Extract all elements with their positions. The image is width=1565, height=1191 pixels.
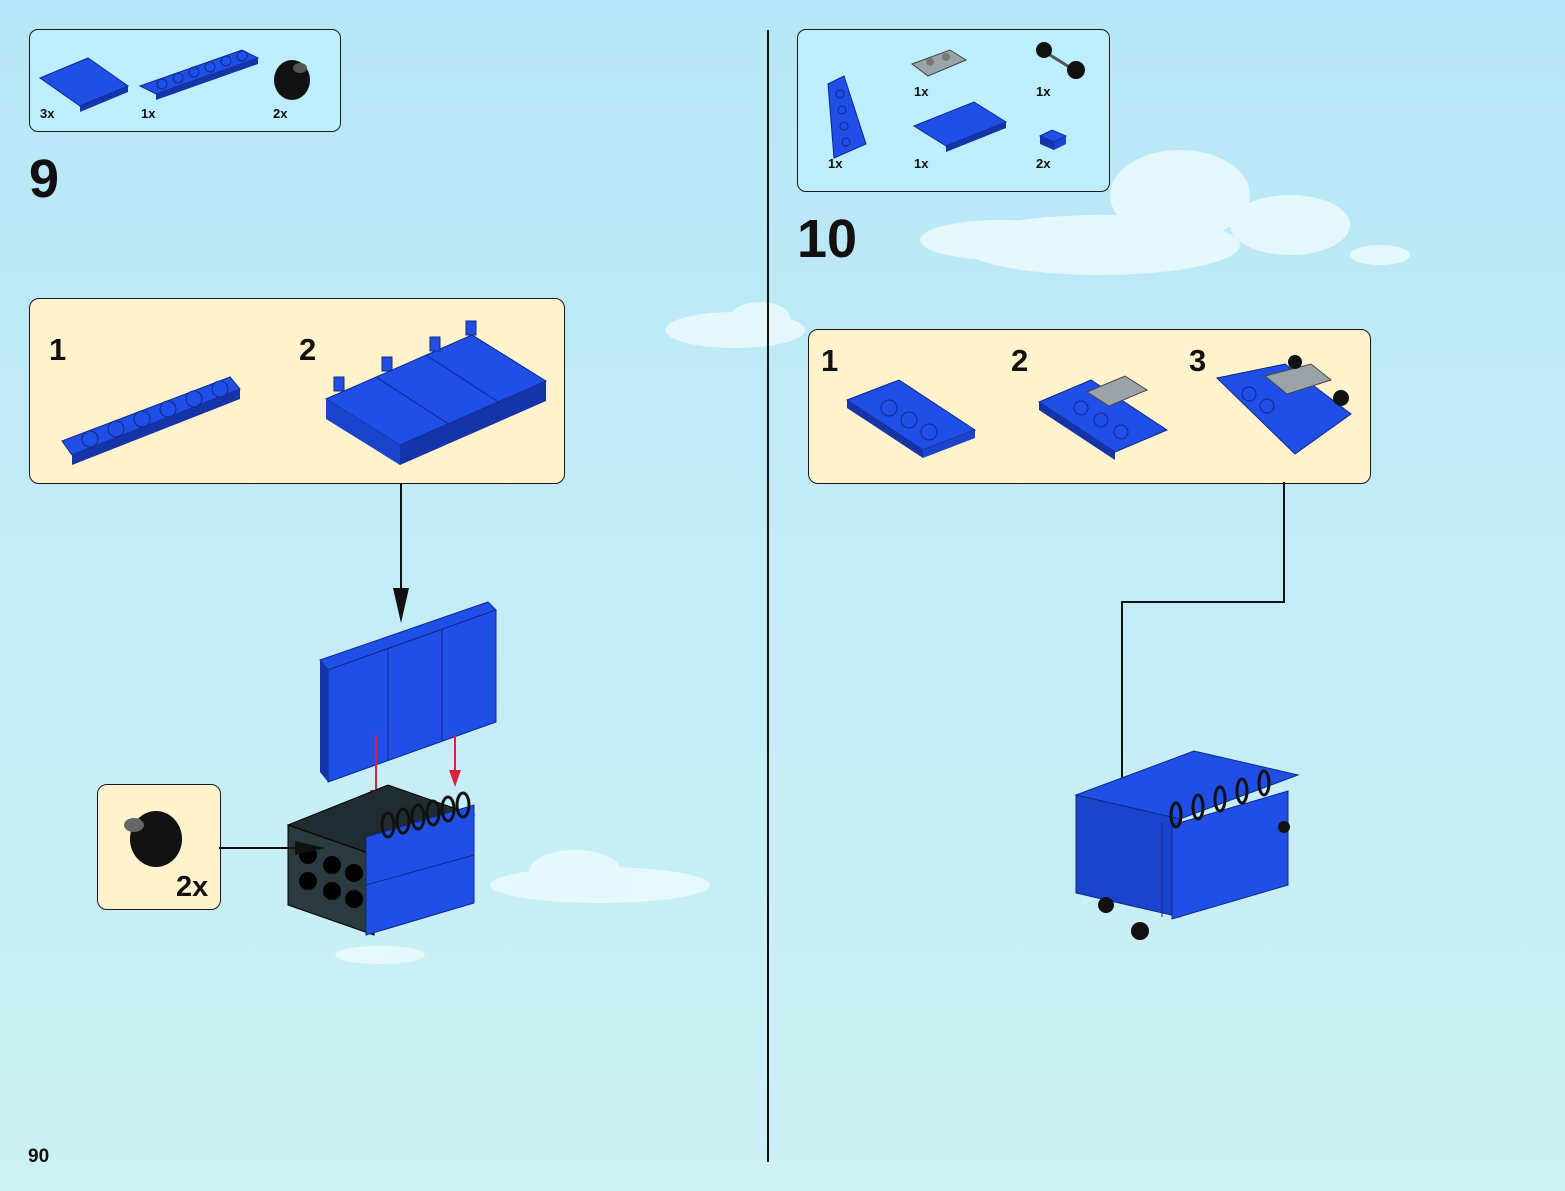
page-divider: [767, 30, 769, 1162]
substep-number: 1: [821, 345, 838, 376]
blue-wedge-plate-icon: [824, 74, 874, 164]
blue-clip-plate-assembly-icon: [326, 317, 556, 467]
blue-1x6-plate-icon: [60, 371, 260, 471]
part-qty: 3x: [40, 106, 54, 121]
black-wheel-hub-icon: [270, 54, 320, 104]
parts-list-step-9: 3x 1x 2x: [29, 29, 341, 132]
wheel-callout-pointer: [219, 839, 359, 859]
part-qty: 1x: [914, 156, 928, 171]
part-qty: 2x: [1036, 156, 1050, 171]
grey-plate-clip-icon: [910, 46, 970, 86]
substep-number: 1: [49, 334, 66, 365]
blue-wedge-assembly-icon: [1215, 354, 1365, 464]
chassis-model-step-9: [288, 775, 488, 945]
chassis-model-step-10: [1072, 745, 1312, 945]
step-number: 10: [797, 212, 857, 266]
subassembly-callout-step-9: 1 2: [29, 298, 565, 484]
blue-1x1-plate-icon: [1038, 128, 1078, 158]
blue-1x6-plate-icon: [140, 46, 270, 96]
substep-number: 2: [1011, 345, 1028, 376]
wheel-callout-qty: 2x: [176, 871, 208, 904]
blue-tile-icon: [845, 378, 985, 468]
black-axle-wheels-icon: [1034, 40, 1094, 90]
part-qty: 1x: [1036, 84, 1050, 99]
part-qty: 1x: [828, 156, 842, 171]
part-qty: 1x: [914, 84, 928, 99]
blue-clip-plate-icon: [38, 48, 138, 108]
wheel-callout: 2x: [97, 784, 221, 910]
substep-number: 3: [1189, 345, 1206, 376]
black-wheel-hub-icon: [120, 801, 190, 871]
substep-number: 2: [299, 334, 316, 365]
part-qty: 1x: [141, 106, 155, 121]
blue-tile-icon: [912, 100, 1012, 155]
step-number: 9: [29, 152, 59, 206]
page-number: 90: [28, 1146, 49, 1168]
parts-list-step-10: 1x 1x 1x 1x 2x: [797, 29, 1110, 192]
subassembly-callout-step-10: 1 2 3: [808, 329, 1371, 484]
part-qty: 2x: [273, 106, 287, 121]
blue-tile-grey-clip-icon: [1037, 366, 1177, 466]
